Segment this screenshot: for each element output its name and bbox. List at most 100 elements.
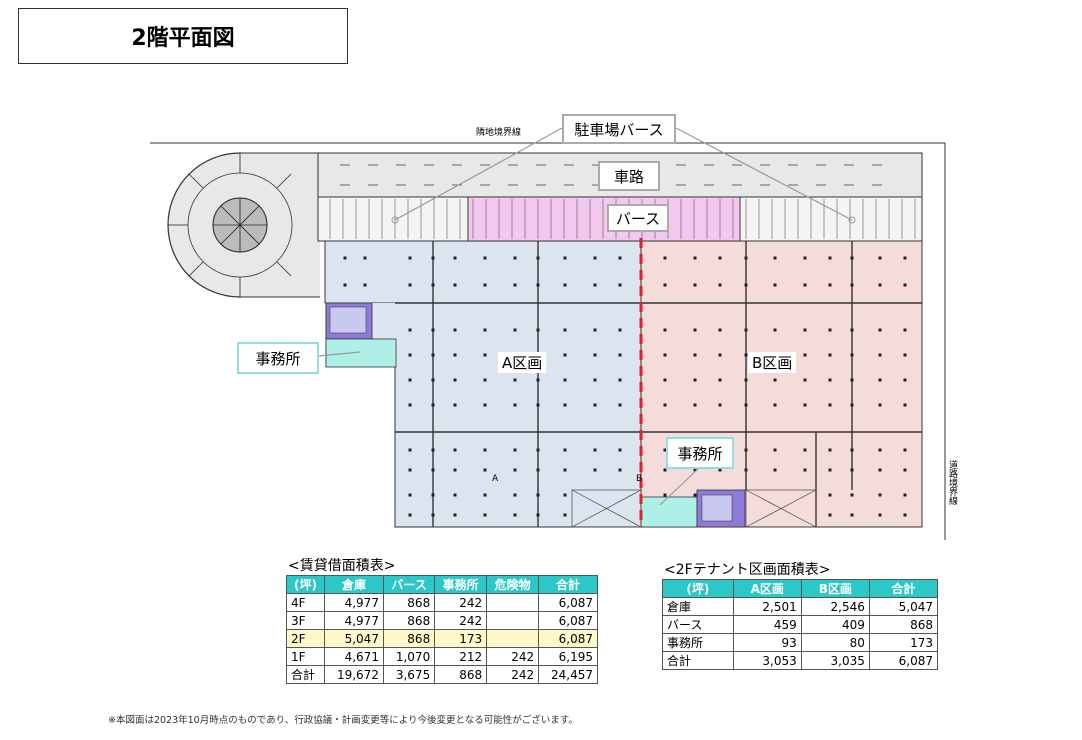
zone-a-label: A区画 (498, 352, 547, 373)
column-dot (363, 283, 367, 287)
lease-floor-cell: 合計 (285, 665, 326, 684)
column-dot (408, 448, 412, 452)
column-dot (828, 468, 832, 472)
column-dot (803, 328, 807, 332)
column-dot (718, 403, 722, 407)
lease-value-cell: 173 (434, 629, 488, 648)
tenant-value-cell: 3,035 (800, 651, 870, 670)
lease-value-cell: 212 (434, 647, 488, 666)
column-dot (563, 378, 567, 382)
column-dot (744, 328, 748, 332)
column-dot (850, 493, 854, 497)
column-dot (536, 448, 540, 452)
tenant-label-cell: 合計 (662, 651, 734, 670)
column-dot (773, 328, 777, 332)
column-dot (773, 256, 777, 260)
column-dot (618, 283, 622, 287)
column-dot (773, 468, 777, 472)
column-dot (693, 283, 697, 287)
column-dot (693, 378, 697, 382)
lease-value-cell: 4,977 (324, 593, 384, 612)
column-dot (718, 468, 722, 472)
column-dot (618, 468, 622, 472)
column-dot (878, 256, 882, 260)
column-dot (408, 468, 412, 472)
lease-value-cell: 242 (486, 647, 540, 666)
tenant-value-cell: 2,501 (732, 597, 802, 616)
lease-header-cell: (坪) (285, 575, 326, 594)
column-dot (744, 283, 748, 287)
column-dot (513, 378, 517, 382)
lease-header-cell: 合計 (538, 575, 598, 594)
column-dot (718, 328, 722, 332)
column-dot (593, 283, 597, 287)
column-dot (431, 448, 435, 452)
column-dot (536, 256, 540, 260)
column-dot (718, 283, 722, 287)
column-dot (773, 378, 777, 382)
column-dot (483, 448, 487, 452)
column-dot (453, 403, 457, 407)
column-dot (828, 493, 832, 497)
column-dot (803, 403, 807, 407)
column-dot (828, 403, 832, 407)
lease-value-cell (486, 611, 540, 630)
lease-value-cell: 6,087 (538, 611, 598, 630)
lease-floor-cell: 4F (285, 593, 326, 612)
column-dot (431, 403, 435, 407)
tenant-value-cell: 6,087 (868, 651, 939, 670)
office-left-callout-text: 事務所 (255, 349, 301, 368)
lease-value-cell: 6,087 (538, 629, 598, 648)
column-dot (663, 328, 667, 332)
office-left-callout: 事務所 (237, 342, 319, 374)
column-dot (744, 468, 748, 472)
column-dot (663, 403, 667, 407)
lease-value-cell: 6,087 (538, 593, 598, 612)
top-boundary-label: 隣地境界線 (476, 126, 521, 138)
column-dot (693, 328, 697, 332)
tenant-header-cell: 合計 (868, 579, 939, 598)
column-dot (618, 328, 622, 332)
column-dot (618, 448, 622, 452)
column-dot (744, 403, 748, 407)
column-dot (803, 283, 807, 287)
lease-value-cell (486, 629, 540, 648)
tenant-value-cell: 93 (732, 633, 802, 652)
column-dot (878, 513, 882, 517)
column-dot (828, 378, 832, 382)
lease-floor-cell: 1F (285, 647, 326, 666)
column-dot (663, 256, 667, 260)
column-dot (453, 283, 457, 287)
column-dot (803, 256, 807, 260)
tenant-value-cell: 3,053 (732, 651, 802, 670)
column-dot (536, 513, 540, 517)
column-dot (803, 468, 807, 472)
tenant-label-cell: 倉庫 (662, 597, 734, 616)
roadway-callout-text: 車路 (613, 167, 644, 186)
column-dot (483, 256, 487, 260)
column-dot (431, 378, 435, 382)
lease-value-cell: 24,457 (538, 665, 598, 684)
column-dot (744, 378, 748, 382)
zone-b-label: B区画 (748, 352, 797, 373)
column-dot (513, 448, 517, 452)
column-dot (483, 403, 487, 407)
tenant-header-cell: A区画 (732, 579, 802, 598)
column-dot (513, 513, 517, 517)
column-dot (483, 378, 487, 382)
column-dot (803, 353, 807, 357)
lease-value-cell: 19,672 (324, 665, 384, 684)
column-dot (431, 256, 435, 260)
callout-markers (391, 216, 856, 224)
column-dot (563, 493, 567, 497)
column-dot (878, 448, 882, 452)
column-dot (718, 353, 722, 357)
callout-leaders (317, 127, 853, 506)
column-dot (828, 513, 832, 517)
column-dot (903, 448, 907, 452)
column-dot (431, 353, 435, 357)
column-dot (513, 468, 517, 472)
